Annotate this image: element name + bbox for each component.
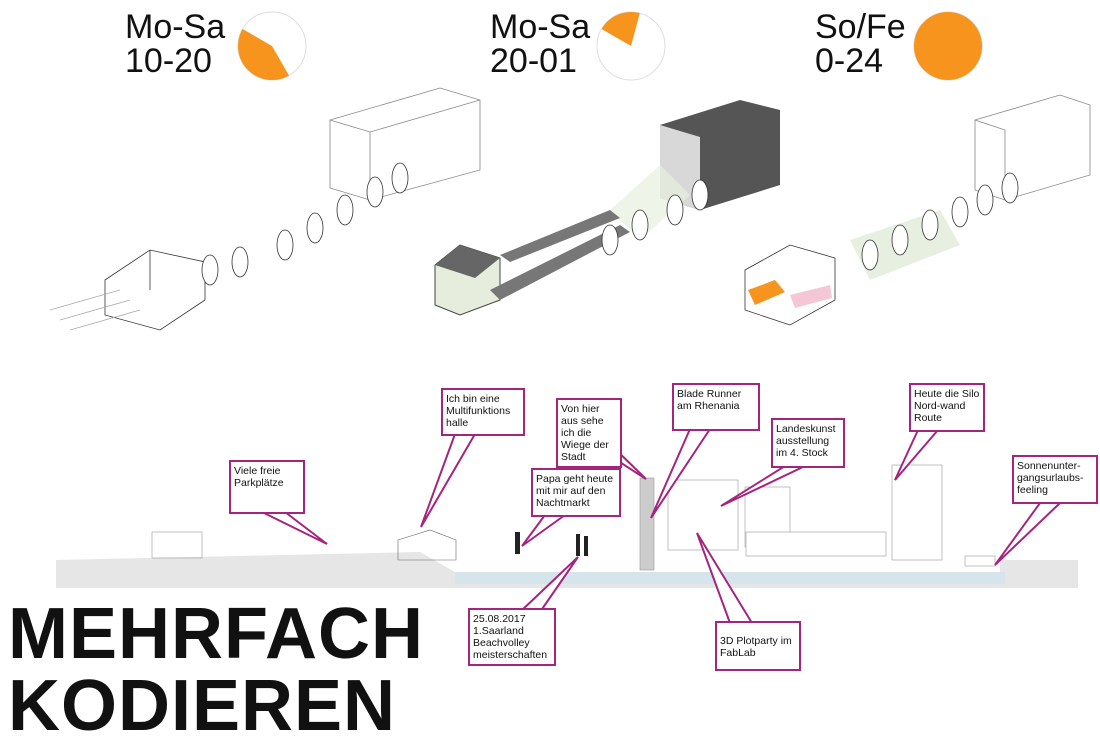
callout-sunset: Sonnenunter-gangsurlaubs-feeling	[1012, 455, 1098, 504]
tree	[691, 179, 709, 211]
callout-pointers	[261, 428, 1061, 624]
tree	[861, 239, 879, 271]
scene-sunday	[744, 94, 1091, 326]
callout-papa: Papa geht heute mit mir auf den Nachtmar…	[531, 468, 621, 517]
tree	[601, 224, 619, 256]
title-line-2: KODIEREN	[8, 666, 397, 746]
schedule-days: So/Fe	[815, 8, 906, 46]
schedule-days: Mo-Sa	[125, 8, 226, 46]
site-section	[56, 464, 1078, 588]
callout-pointer	[519, 556, 579, 613]
schedule-hours: 20-01	[490, 42, 577, 80]
callout-pointer	[720, 465, 806, 507]
tree	[891, 224, 909, 256]
trees	[201, 162, 1019, 286]
scene-weekday-day	[49, 87, 481, 331]
tree	[336, 194, 354, 226]
callout-pointer	[420, 433, 476, 528]
tree	[306, 212, 324, 244]
callout-landeskunst: Landeskunst ausstellung im 4. Stock	[771, 418, 845, 468]
clock-pie-1	[237, 11, 307, 81]
callout-pointer	[521, 514, 566, 547]
tree	[921, 209, 939, 241]
schedule-hours: 10-20	[125, 42, 212, 80]
callout-pointer	[894, 429, 939, 481]
tree	[231, 246, 249, 278]
callout-blade-runner: Blade Runner am Rhenania	[672, 383, 760, 431]
tree	[951, 196, 969, 228]
callout-pointer	[994, 502, 1061, 566]
callout-parking: Viele freie Parkplätze	[229, 460, 305, 514]
schedule-hours: 0-24	[815, 42, 884, 80]
tree	[276, 229, 294, 261]
callout-hall: Ich bin eine Multifunktions halle	[441, 388, 525, 436]
tree	[631, 209, 649, 241]
callout-pointer	[650, 428, 711, 519]
schedule-days: Mo-Sa	[490, 8, 591, 46]
callout-view: Von hier aus sehe ich die Wiege der Stad…	[556, 398, 622, 468]
callout-pointer	[696, 532, 753, 624]
tree	[201, 254, 219, 286]
tree	[976, 184, 994, 216]
callout-silo: Heute die Silo Nord-wand Route	[909, 383, 985, 432]
tree	[666, 194, 684, 226]
title-line-1: MEHRFACH	[8, 594, 424, 674]
clock-pie-2	[596, 11, 666, 81]
scene-weekday-night	[434, 100, 780, 316]
tree	[1001, 172, 1019, 204]
clock-pie-3	[913, 11, 983, 81]
tree	[391, 162, 409, 194]
callout-beachvolley: 25.08.2017 1.Saarland Beachvolley meiste…	[468, 608, 556, 666]
callout-plotparty: 3D Plotparty im FabLab	[715, 621, 801, 671]
callout-pointer	[261, 511, 328, 545]
tree	[366, 176, 384, 208]
river	[455, 572, 1005, 584]
